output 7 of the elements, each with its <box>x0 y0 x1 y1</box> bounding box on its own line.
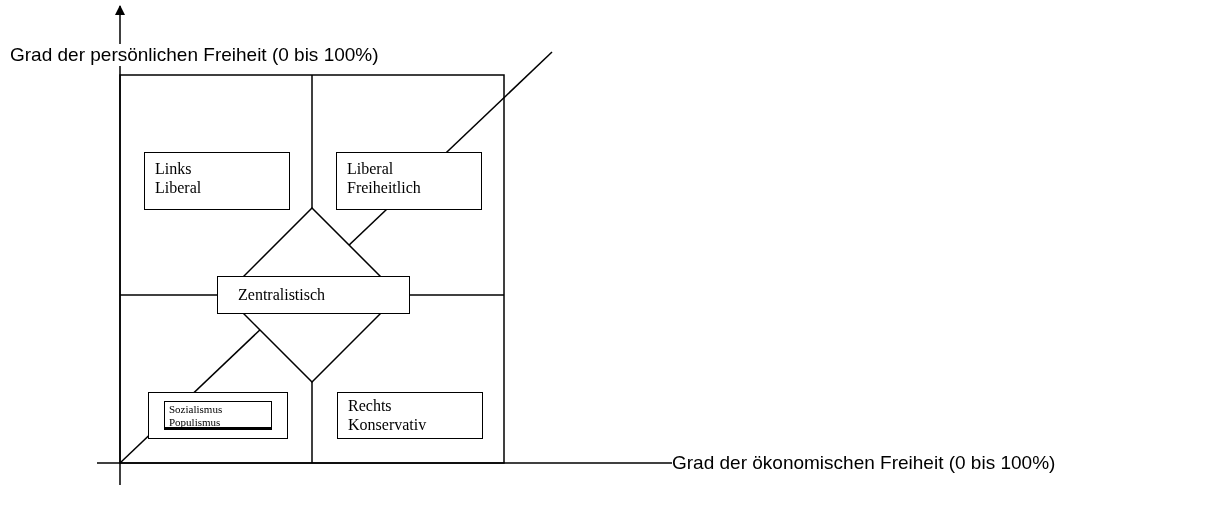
text-box: Liberal Freiheitlich <box>336 152 482 210</box>
axis-title: Grad der persönlichen Freiheit (0 bis 100%) <box>10 44 379 66</box>
text-box: Links Liberal <box>144 152 290 210</box>
double-bordered-box <box>148 392 288 439</box>
text-box: Zentralistisch <box>217 276 410 314</box>
label-box: Sozialismus Populismus <box>164 401 272 430</box>
text-box: Rechts Konservativ <box>337 392 483 439</box>
